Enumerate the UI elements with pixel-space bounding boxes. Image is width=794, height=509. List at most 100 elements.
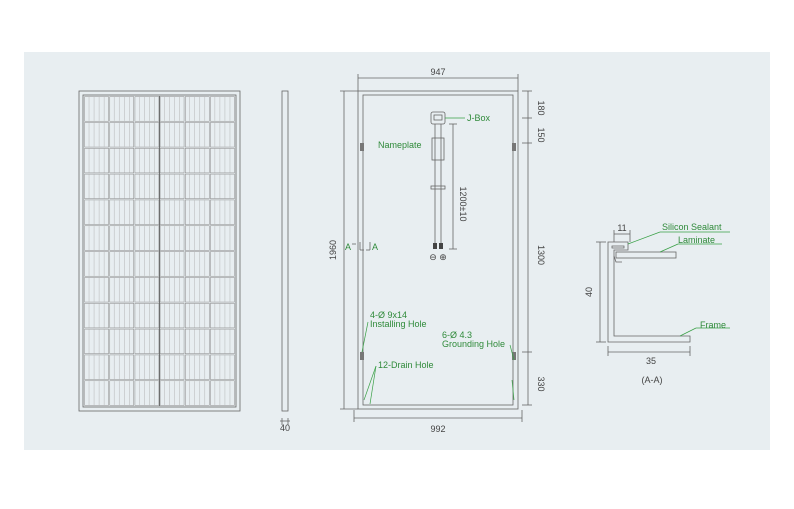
solar-cell [210, 225, 235, 251]
solar-cell [109, 148, 134, 174]
solar-cell [84, 199, 109, 225]
drain-hole-label: 12-Drain Hole [378, 360, 434, 370]
solar-cell [159, 277, 185, 303]
solar-cell [134, 122, 160, 148]
solar-cell [185, 251, 210, 277]
solar-cell [185, 277, 210, 303]
nameplate-label: Nameplate [378, 140, 422, 150]
bottom-offset-dim: 330 [536, 376, 546, 391]
section-marker-right: A [372, 242, 378, 252]
solar-cell [210, 277, 235, 303]
jbox-icon [430, 111, 446, 125]
solar-cell [159, 380, 185, 406]
solar-cell [109, 303, 134, 329]
cell-grid [84, 96, 235, 406]
solar-cell [159, 225, 185, 251]
panel-inner-frame [82, 94, 237, 408]
solar-cell [84, 148, 109, 174]
solar-cell [159, 328, 185, 354]
side-frame [281, 90, 289, 412]
solar-cell [84, 328, 109, 354]
nameplate-icon [431, 137, 445, 161]
solar-cell [134, 303, 160, 329]
solar-cell [84, 303, 109, 329]
section-marker-left: A [345, 242, 351, 252]
solar-cell [210, 251, 235, 277]
solar-cell [210, 96, 235, 122]
solar-cell [210, 148, 235, 174]
profile-width-dim: 35 [646, 356, 656, 366]
height-dim: 1960 [328, 240, 338, 260]
solar-cell [109, 354, 134, 380]
nameplate-offset-dim: 150 [536, 127, 546, 142]
solar-cell [185, 225, 210, 251]
solar-cell [185, 199, 210, 225]
solar-cell [134, 148, 160, 174]
solar-cell [159, 354, 185, 380]
solar-cell [134, 96, 160, 122]
solar-cell [109, 328, 134, 354]
solar-cell [134, 277, 160, 303]
solar-cell [109, 122, 134, 148]
solar-cell [159, 96, 185, 122]
profile-top-dim: 11 [617, 223, 626, 233]
polarity-icon: ⊖ ⊕ [429, 252, 447, 262]
solar-cell [134, 380, 160, 406]
solar-cell [185, 354, 210, 380]
solar-cell [210, 380, 235, 406]
section-view: 11 40 35 Silicon Sealant Laminate Frame … [584, 222, 730, 385]
installing-hole-label: Installing Hole [370, 319, 427, 329]
grounding-hole-spec: 6-Ø 4.3 [442, 330, 472, 340]
solar-cell [109, 277, 134, 303]
frame-profile [607, 241, 691, 343]
jbox-offset-dim: 180 [536, 100, 546, 115]
solar-cell [159, 122, 185, 148]
drawing-sheet [24, 52, 770, 450]
solar-cell [84, 173, 109, 199]
solar-cell [109, 173, 134, 199]
frame-thickness-dim: 40 [280, 423, 290, 433]
solar-cell [159, 303, 185, 329]
solar-cell [109, 251, 134, 277]
solar-cell [84, 354, 109, 380]
solar-cell [210, 303, 235, 329]
solar-cell [185, 122, 210, 148]
solar-cell [84, 251, 109, 277]
solar-cell [159, 199, 185, 225]
solar-cell [109, 380, 134, 406]
solar-cell [109, 225, 134, 251]
solar-cell [185, 328, 210, 354]
solar-cell [210, 122, 235, 148]
installing-hole-spec: 4-Ø 9x14 [370, 310, 407, 320]
solar-cell [84, 96, 109, 122]
solar-cell [134, 354, 160, 380]
solar-cell [84, 380, 109, 406]
solar-cell [159, 251, 185, 277]
panel-outer-frame [78, 90, 241, 412]
grounding-hole-label: Grounding Hole [442, 339, 505, 349]
solar-cell [134, 251, 160, 277]
solar-cell [185, 148, 210, 174]
solar-cell [109, 199, 134, 225]
top-width-dim: 947 [430, 67, 445, 77]
silicon-sealant-label: Silicon Sealant [662, 222, 722, 232]
back-view: 947 992 1960 A A 180 150 1300 330 [328, 67, 546, 434]
jbox-label: J-Box [467, 113, 491, 123]
solar-cell [185, 173, 210, 199]
profile-height-dim: 40 [584, 287, 594, 297]
side-view: 40 [280, 90, 290, 433]
solar-cell [185, 303, 210, 329]
solar-cell [84, 225, 109, 251]
solar-cell [159, 173, 185, 199]
solar-cell [210, 354, 235, 380]
solar-cell [210, 328, 235, 354]
section-title: (A-A) [642, 375, 663, 385]
solar-cell [134, 199, 160, 225]
solar-cell [134, 328, 160, 354]
frame-label: Frame [700, 320, 726, 330]
hole-spacing-dim: 1300 [536, 245, 546, 265]
solar-cell [134, 225, 160, 251]
laminate-label: Laminate [678, 235, 715, 245]
solar-cell [159, 148, 185, 174]
